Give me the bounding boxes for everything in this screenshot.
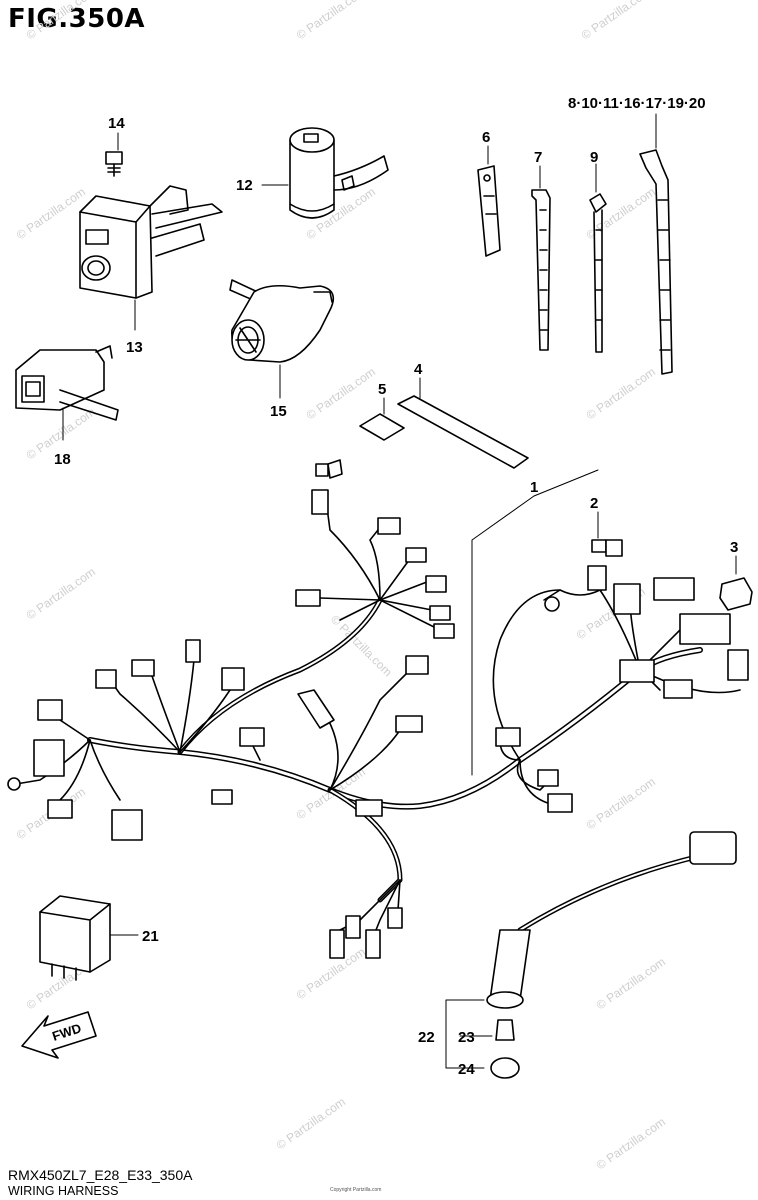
callout-9: 9 — [590, 149, 598, 166]
connector — [47, 799, 73, 819]
callout-7: 7 — [534, 149, 542, 166]
connector — [295, 589, 321, 607]
watermark: © Partzilla.com — [24, 565, 98, 623]
connector — [297, 689, 335, 729]
connector — [537, 769, 559, 787]
callout-13: 13 — [126, 339, 143, 356]
bolt-part-14 — [105, 132, 123, 177]
callout-21: 21 — [142, 928, 159, 945]
long-cable-tie-part-8 — [639, 113, 673, 375]
connector — [653, 577, 695, 601]
callout-4: 4 — [414, 361, 423, 378]
connector — [663, 679, 693, 699]
fwd-arrow — [21, 1011, 97, 1059]
connector — [365, 929, 381, 959]
connector — [387, 907, 403, 929]
watermark: © Partzilla.com — [14, 185, 88, 243]
connector — [37, 699, 63, 721]
connector — [727, 649, 749, 681]
watermark: © Partzilla.com — [594, 1115, 668, 1173]
watermark: © Partzilla.com — [294, 0, 368, 42]
callout-24: 24 — [458, 1061, 475, 1078]
handlebar-switch-part-15 — [229, 279, 335, 399]
relay-part-21 — [39, 895, 139, 981]
ground-terminal — [7, 777, 21, 791]
strap-part-6 — [477, 145, 501, 257]
watermark: © Partzilla.com — [304, 365, 378, 423]
connector — [613, 583, 641, 615]
callout-18: 18 — [54, 451, 71, 468]
watermark: © Partzilla.com — [594, 955, 668, 1013]
connector — [395, 715, 423, 733]
connector — [547, 793, 573, 813]
connector — [327, 459, 343, 479]
connector — [429, 605, 451, 621]
callout-6: 6 — [482, 129, 490, 146]
diagram-name: WIRING HARNESS — [8, 1184, 119, 1198]
connector — [405, 547, 427, 563]
watermark: © Partzilla.com — [274, 1095, 348, 1153]
callout-2: 2 — [590, 495, 598, 512]
connector — [131, 659, 155, 677]
connector — [211, 789, 233, 805]
switch-part-18 — [15, 345, 119, 441]
callout-23: 23 — [458, 1029, 475, 1046]
callout-8: 8·10·11·16·17·19·20 — [568, 95, 706, 112]
watermark: © Partzilla.com — [24, 0, 98, 42]
connector — [111, 809, 143, 841]
connector — [425, 575, 447, 593]
connector — [619, 659, 655, 683]
watermark: © Partzilla.com — [584, 775, 658, 833]
connector — [377, 517, 401, 535]
diagram-code: RMX450ZL7_E28_E33_350A — [8, 1167, 193, 1183]
connector — [311, 489, 329, 515]
figure-title: FIG.350A — [8, 4, 146, 34]
callout-5: 5 — [378, 381, 386, 398]
harness-label-bracket — [471, 469, 599, 776]
connector — [405, 655, 429, 675]
callout-14: 14 — [108, 115, 125, 132]
switch-part-13 — [79, 185, 223, 331]
connector — [679, 613, 731, 645]
tape-part-4 — [397, 377, 529, 469]
callout-15: 15 — [270, 403, 287, 420]
watermark: © Partzilla.com — [584, 365, 658, 423]
callout-labels: 1 2 3 4 5 6 7 8·10·11·16·17·19·20 9 12 1… — [54, 95, 738, 1078]
cylinder-part-12 — [261, 127, 389, 219]
callout-1: 1 — [530, 479, 538, 496]
connector — [495, 727, 521, 747]
harness-connectors — [7, 459, 749, 959]
callout-22: 22 — [418, 1029, 435, 1046]
callout-12: 12 — [236, 177, 253, 194]
ground-terminal — [544, 596, 560, 612]
watermark-layer: © Partzilla.com © Partzilla.com © Partzi… — [14, 0, 668, 1172]
connector — [95, 669, 117, 689]
pad-part-5 — [359, 397, 405, 441]
connector — [239, 727, 265, 747]
connector — [345, 915, 361, 939]
connector — [329, 929, 345, 959]
watermark: © Partzilla.com — [579, 0, 653, 42]
connector — [185, 639, 201, 663]
connector-part-3 — [719, 577, 753, 611]
connector — [221, 667, 245, 691]
plug-cap-part-22 — [445, 831, 737, 1079]
connector — [587, 565, 607, 591]
connector — [433, 623, 455, 639]
callout-3: 3 — [730, 539, 738, 556]
connector — [591, 539, 607, 553]
connector — [315, 463, 329, 477]
cable-tie-part-7 — [531, 165, 551, 351]
copyright-note: Copyright Partzilla.com — [330, 1187, 382, 1193]
connector — [605, 539, 623, 557]
clip-tie-part-9 — [589, 163, 607, 353]
connector — [33, 739, 65, 777]
connector — [355, 799, 383, 817]
